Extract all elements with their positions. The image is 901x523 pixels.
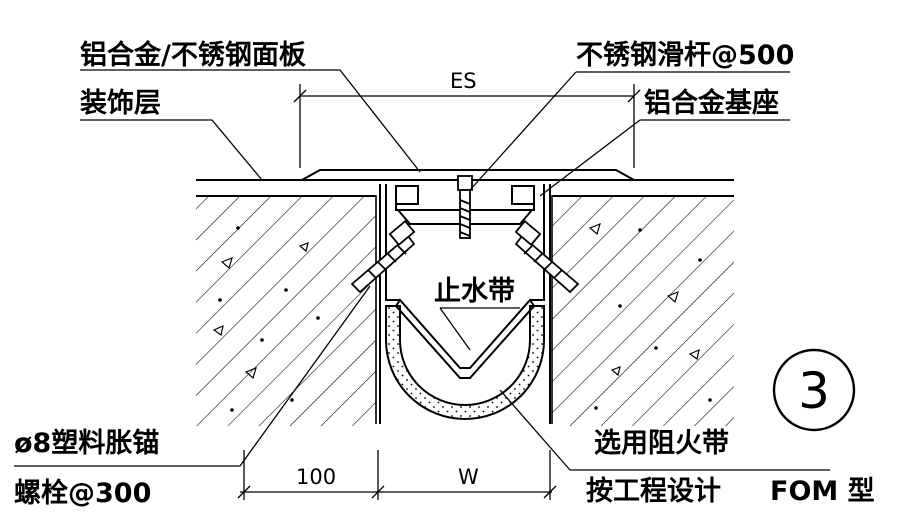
dimension-100-label: 100 — [296, 465, 336, 489]
detail-number: 3 — [798, 362, 830, 420]
label-fire-barrier-line1: 选用阻火带 — [594, 428, 729, 459]
label-model: FOM 型 — [770, 476, 875, 507]
fire-barrier — [385, 305, 545, 420]
label-water-stop: 止水带 — [434, 276, 515, 307]
label-anchor-line1: ø8塑料胀锚 — [14, 428, 159, 459]
label-fire-barrier-line2: 按工程设计 — [586, 475, 721, 507]
label-finish-layer: 装饰层 — [80, 88, 161, 119]
stainless-rod — [457, 175, 473, 239]
right-concrete-slab — [551, 195, 734, 426]
cover-panel — [298, 169, 638, 181]
joint-gap-walls — [379, 184, 551, 424]
dimension-w-label: W — [458, 465, 479, 489]
anchor-bolt-left — [350, 219, 416, 294]
leader-lines — [14, 69, 830, 471]
label-panel: 铝合金/不锈钢面板 — [80, 39, 306, 71]
dimension-bottom — [237, 450, 557, 500]
label-stainless-rod: 不锈钢滑杆@500 — [576, 40, 794, 71]
dimension-es-label: ES — [450, 69, 477, 93]
left-concrete-slab — [196, 195, 377, 426]
detail-number-circle — [772, 348, 856, 432]
dimension-es — [293, 84, 641, 168]
label-aluminum-base: 铝合金基座 — [644, 87, 779, 119]
water-stop — [394, 298, 536, 379]
anchor-bolt-right — [514, 219, 580, 294]
label-anchor-line2: 螺栓@300 — [14, 478, 151, 509]
